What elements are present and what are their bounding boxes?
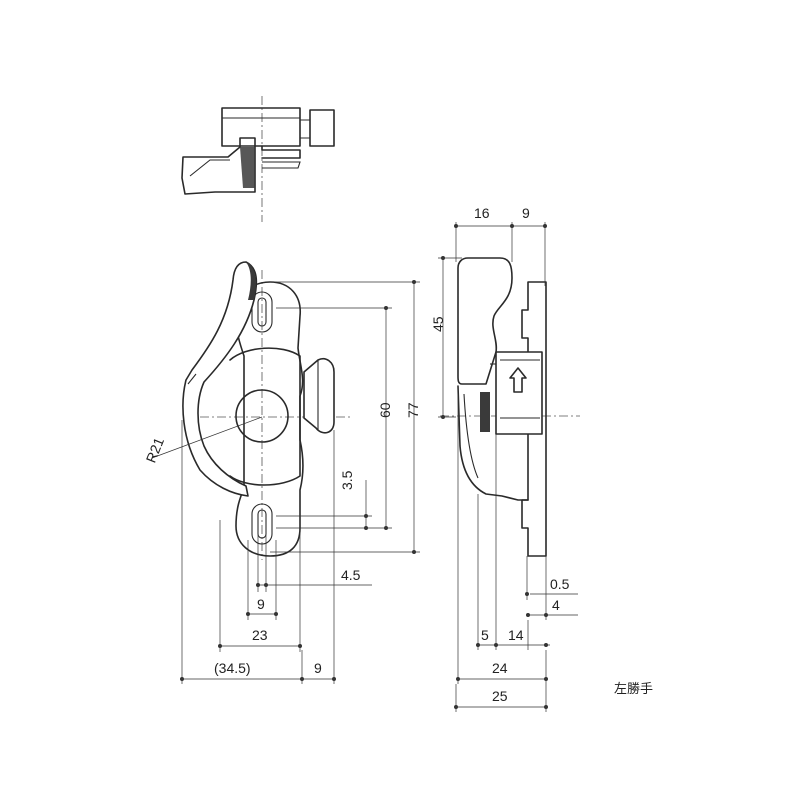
dim-45: 45 [430,316,446,332]
dim-25: 25 [492,688,508,704]
front-view [182,261,350,560]
dim-4-5: 4.5 [341,567,361,583]
dim-77: 77 [405,402,421,418]
dim-14: 14 [508,627,524,643]
top-view [181,96,335,222]
dim-9-outer: 9 [314,660,322,676]
side-view [440,257,580,557]
dim-16: 16 [474,205,490,221]
side-dims: 16 9 45 0.5 4 5 14 24 [430,205,578,712]
dim-3-5: 3.5 [339,470,355,490]
front-vertical-dims: 60 77 3.5 [270,280,421,554]
dim-60: 60 [377,402,393,418]
handedness-note: 左勝手 [614,682,653,697]
dim-5: 5 [481,627,489,643]
dim-4: 4 [552,597,560,613]
front-horizontal-dims: 4.5 9 23 (34.5) 9 [180,420,372,684]
dim-34-5: (34.5) [214,660,251,676]
dim-0-5: 0.5 [550,576,570,592]
dim-24: 24 [492,660,508,676]
dim-9-top: 9 [522,205,530,221]
dim-9-inner: 9 [257,596,265,612]
dim-23: 23 [252,627,268,643]
radius-label: R21 [143,435,168,465]
